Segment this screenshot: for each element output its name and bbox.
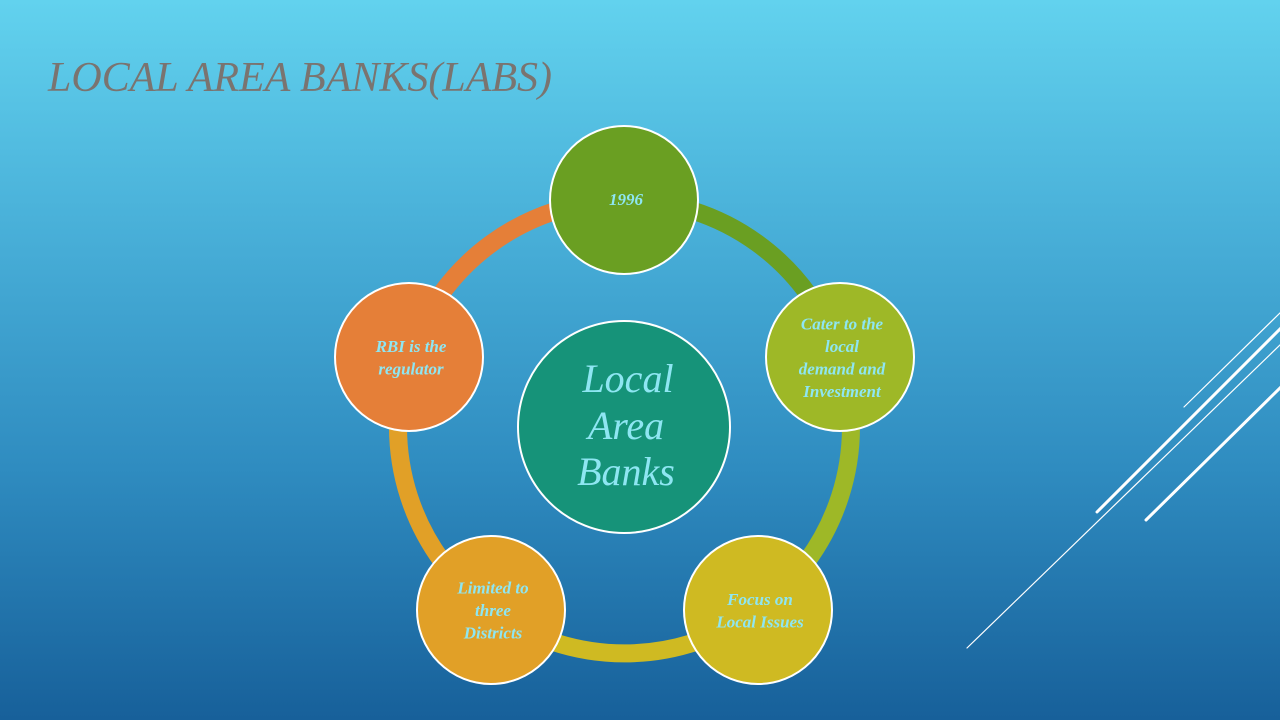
- node-circle: [416, 535, 566, 685]
- node-label-line: Local Issues: [715, 612, 804, 631]
- node-label-line: Focus on: [726, 590, 793, 609]
- node-label-line: Districts: [463, 624, 523, 643]
- node-label-line: demand and: [799, 359, 886, 378]
- node-label-line: Investment: [802, 382, 882, 401]
- node-circle: [765, 282, 915, 432]
- node-circle: [549, 125, 699, 275]
- node-label-line: local: [825, 337, 859, 356]
- deco-line: [1095, 326, 1280, 514]
- slide-title: LOCAL AREA BANKS(LABS): [48, 55, 553, 101]
- node-label-line: 1996: [609, 190, 644, 209]
- node-label-line: three: [475, 601, 511, 620]
- node-label-line: regulator: [378, 359, 444, 378]
- cycle-node: RBI is the regulator: [334, 282, 484, 432]
- node-circle: [334, 282, 484, 432]
- cycle-node: 1996: [549, 125, 699, 275]
- node-circle: [683, 535, 833, 685]
- node-label-line: Limited to: [456, 579, 528, 598]
- deco-line: [966, 344, 1280, 649]
- center-label-line: Area: [585, 403, 664, 448]
- node-label-line: RBI is the: [375, 337, 447, 356]
- center-node: Local Area Banks: [517, 320, 731, 534]
- cycle-node: Focus on Local Issues: [683, 535, 833, 685]
- deco-line: [1144, 385, 1280, 522]
- node-label-line: Cater to the: [801, 314, 884, 333]
- decorative-lines: [966, 312, 1280, 649]
- center-label-line: Local: [581, 356, 673, 401]
- deco-line: [1183, 312, 1280, 408]
- center-label-line: Banks: [577, 449, 675, 494]
